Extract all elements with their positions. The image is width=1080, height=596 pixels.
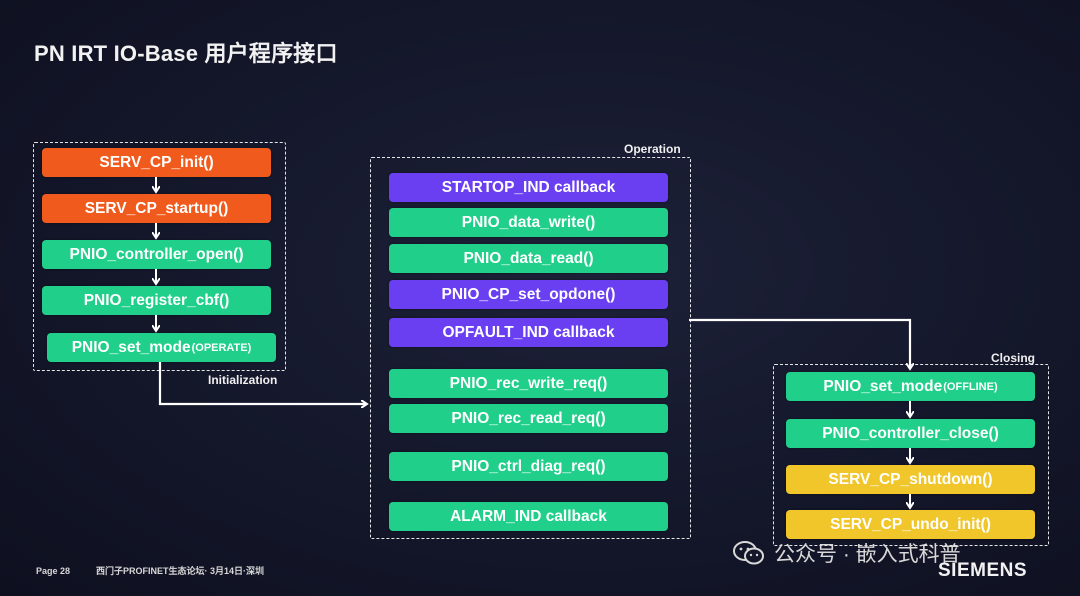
- closing-label: Closing: [991, 351, 1035, 365]
- serv-cp-startup-box: SERV_CP_startup(): [42, 194, 271, 223]
- box-label: PNIO_rec_write_req(): [449, 374, 608, 392]
- box-label: PNIO_controller_close(): [822, 424, 999, 442]
- operation-label: Operation: [624, 142, 681, 156]
- box-label: SERV_CP_shutdown(): [828, 470, 993, 488]
- init-to-operation-arrow: [158, 362, 366, 404]
- alarm-ind-callback-box: ALARM_IND callback: [389, 502, 668, 531]
- siemens-logo: SIEMENS: [938, 560, 1028, 581]
- pnio-controller-open-box: PNIO_controller_open(): [42, 240, 271, 269]
- startop-ind-callback-box: STARTOP_IND callback: [389, 173, 668, 202]
- pnio-cp-set-opdone-box: PNIO_CP_set_opdone(): [389, 280, 668, 309]
- opfault-ind-callback-box: OPFAULT_IND callback: [389, 318, 668, 347]
- wechat-icon: [732, 539, 766, 567]
- serv-cp-undo-init-box: SERV_CP_undo_init(): [786, 510, 1035, 539]
- event-info: 西门子PROFINET生态论坛· 3月14日·深圳: [96, 566, 265, 576]
- pnio-rec-read-req-box: PNIO_rec_read_req(): [389, 404, 668, 433]
- pnio-ctrl-diag-req-box: PNIO_ctrl_diag_req(): [389, 452, 668, 481]
- box-param: (OPERATE): [191, 341, 252, 354]
- pnio-data-read-box: PNIO_data_read(): [389, 244, 668, 273]
- serv-cp-init-box: SERV_CP_init(): [42, 148, 271, 177]
- box-label: PNIO_rec_read_req(): [451, 409, 606, 427]
- box-label: PNIO_CP_set_opdone(): [441, 285, 616, 303]
- footer: Page 28 西门子PROFINET生态论坛· 3月14日·深圳: [36, 564, 264, 577]
- serv-cp-shutdown-box: SERV_CP_shutdown(): [786, 465, 1035, 494]
- box-label: PNIO_ctrl_diag_req(): [451, 457, 606, 475]
- page-number: Page 28: [36, 566, 71, 576]
- pnio-register-cbf-box: PNIO_register_cbf(): [42, 286, 271, 315]
- box-label: PNIO_data_read(): [463, 249, 594, 267]
- box-label: PNIO_data_write(): [461, 213, 596, 231]
- box-label: PNIO_set_mode: [823, 377, 943, 395]
- box-label: OPFAULT_IND callback: [442, 323, 615, 341]
- box-label: ALARM_IND callback: [450, 507, 607, 525]
- pnio-rec-write-req-box: PNIO_rec_write_req(): [389, 369, 668, 398]
- box-label: SERV_CP_undo_init(): [830, 515, 991, 533]
- initialization-label: Initialization: [208, 373, 278, 387]
- box-label: PNIO_register_cbf(): [83, 291, 230, 309]
- pnio-controller-close-box: PNIO_controller_close(): [786, 419, 1035, 448]
- box-param: (OFFLINE): [943, 380, 998, 393]
- box-label: PNIO_set_mode: [71, 338, 191, 356]
- watermark: 公众号 · 嵌入式科普: [732, 538, 961, 568]
- operation-to-closing-arrow: [689, 318, 910, 368]
- slide-title: PN IRT IO-Base 用户程序接口: [34, 41, 338, 66]
- box-label: SERV_CP_init(): [99, 153, 214, 171]
- watermark-text: 公众号 · 嵌入式科普: [774, 543, 961, 566]
- box-label: PNIO_controller_open(): [69, 245, 244, 263]
- pnio-set-mode-operate-box: PNIO_set_mode(OPERATE): [47, 333, 276, 362]
- box-label: SERV_CP_startup(): [84, 199, 229, 217]
- pnio-set-mode-offline-box: PNIO_set_mode(OFFLINE): [786, 372, 1035, 401]
- box-label: STARTOP_IND callback: [441, 178, 616, 196]
- pnio-data-write-box: PNIO_data_write(): [389, 208, 668, 237]
- operation-group: [370, 157, 691, 539]
